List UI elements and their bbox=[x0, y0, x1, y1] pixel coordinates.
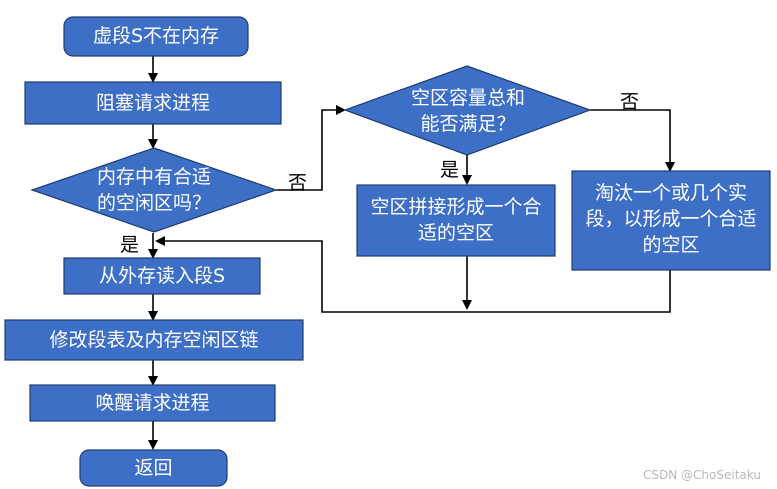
capacity-question-text: 空区容量总和能否满足？ bbox=[410, 87, 525, 135]
terminal-return bbox=[79, 449, 228, 487]
process-read bbox=[63, 257, 261, 295]
modify-text: 修改段表及内存空闲区链 bbox=[49, 329, 259, 351]
process-block bbox=[24, 81, 282, 125]
process-wake bbox=[29, 384, 276, 422]
evict-text: 淘汰一个或几个实段，以形成一个合适的空区 bbox=[585, 182, 757, 256]
fit-question-text: 内存中有合适的空闲区吗？ bbox=[96, 166, 211, 214]
read-text: 从外存读入段S bbox=[98, 265, 226, 287]
arrow-return-to-read bbox=[155, 236, 671, 313]
decision-fit bbox=[30, 147, 278, 233]
return-text: 返回 bbox=[134, 457, 173, 479]
process-evict bbox=[571, 170, 771, 271]
arrow-no-to-capacity bbox=[276, 105, 346, 191]
arrow-no-to-evict bbox=[590, 109, 675, 172]
block-text: 阻塞请求进程 bbox=[95, 92, 210, 114]
fit-no-label: 否 bbox=[288, 172, 308, 194]
wake-text: 唤醒请求进程 bbox=[95, 392, 210, 414]
capacity-no-label: 否 bbox=[620, 91, 640, 113]
watermark: CSDN @ChoSeitaku bbox=[643, 468, 761, 482]
process-modify bbox=[4, 319, 304, 361]
start-text: 虚段S不在内存 bbox=[92, 25, 220, 47]
compact-text: 空区拼接形成一个合适的空区 bbox=[370, 196, 542, 244]
process-compact bbox=[356, 184, 556, 257]
terminal-start bbox=[63, 16, 249, 57]
fit-yes-label: 是 bbox=[120, 234, 140, 256]
capacity-yes-label: 是 bbox=[440, 159, 460, 181]
decision-capacity bbox=[343, 65, 592, 156]
